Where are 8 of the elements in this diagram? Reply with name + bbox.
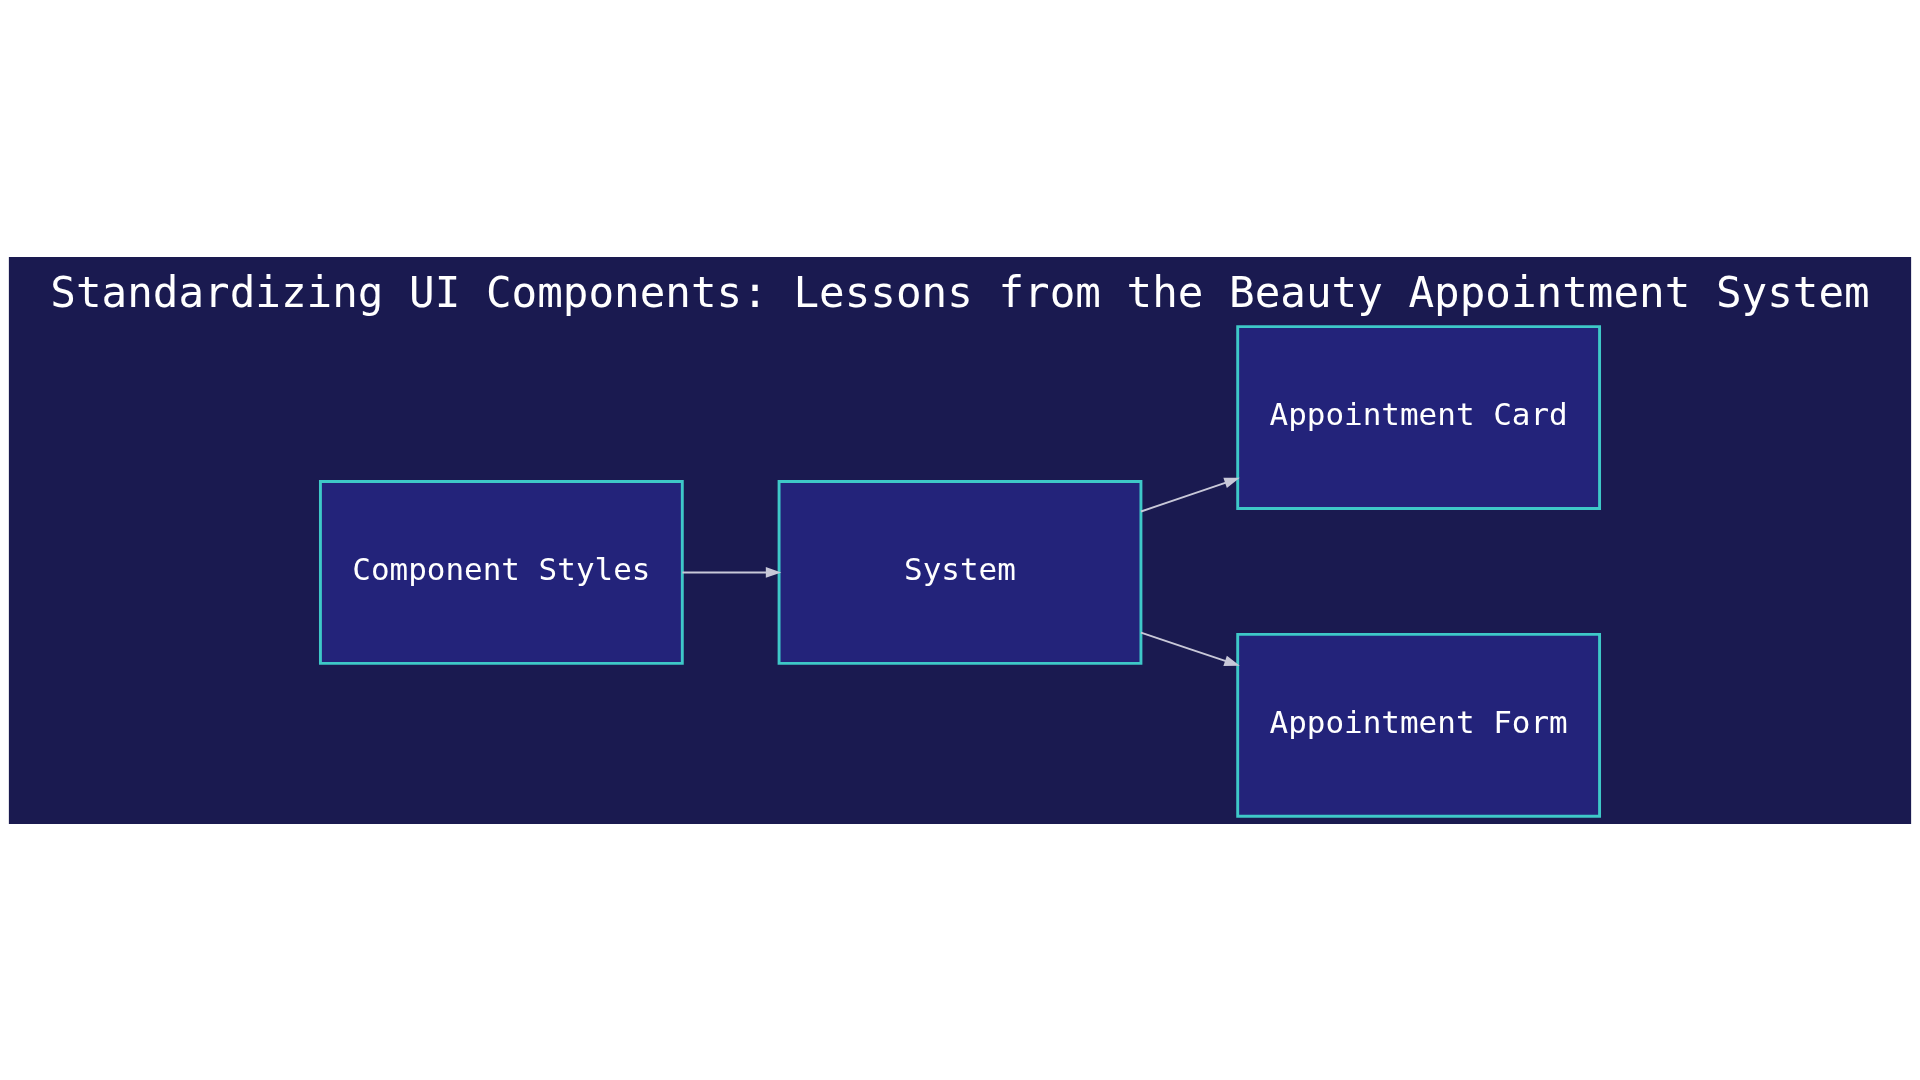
node-box: Component Styles bbox=[319, 479, 684, 665]
node-box: System bbox=[777, 479, 1143, 665]
arrow bbox=[1140, 477, 1240, 512]
arrow bbox=[681, 566, 782, 578]
node-box: Appointment Card bbox=[1236, 324, 1601, 510]
diagram-title: Standardizing UI Components: Lessons from the Beauty Appointment System bbox=[50, 266, 1870, 317]
node-box: Appointment Form bbox=[1236, 632, 1601, 818]
arrow bbox=[1140, 631, 1240, 666]
